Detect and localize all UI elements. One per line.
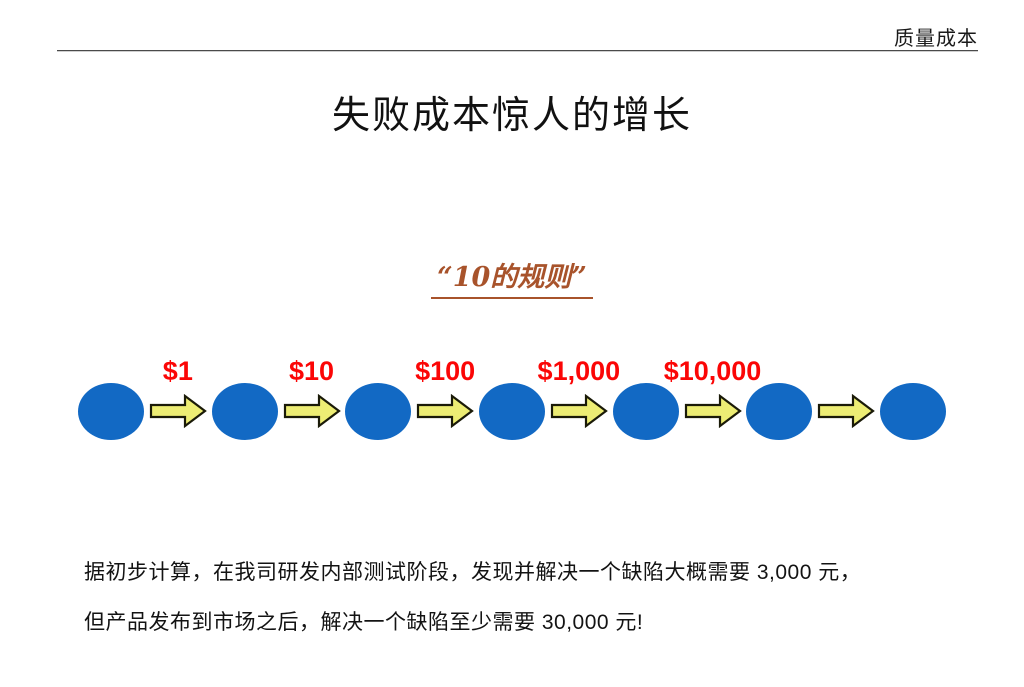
chain-link-6 <box>812 391 880 431</box>
chain-link-5: $10,000 <box>664 356 761 431</box>
arrow-right-icon-4 <box>550 394 608 428</box>
cost-label-3: $100 <box>415 356 476 386</box>
cost-label-4: $1,000 <box>537 356 621 386</box>
stage-node-5 <box>612 382 679 440</box>
stage-node-4 <box>479 382 546 440</box>
chain-row: $1 $10 $100 $1,000 <box>78 356 947 442</box>
stage-node-3 <box>345 382 412 440</box>
arrow-right-icon-3 <box>417 394 475 428</box>
chain-link-4: $1,000 <box>538 356 620 431</box>
chain-link-3: $100 <box>411 356 479 431</box>
arrow-right-icon-1 <box>149 394 207 428</box>
arrow-right-icon-6 <box>818 394 876 428</box>
cost-label-1: $1 <box>162 356 193 386</box>
chain-link-2: $10 <box>278 356 346 431</box>
chain-link-1: $1 <box>144 356 212 431</box>
stage-node-6 <box>746 382 813 440</box>
page-title: 失败成本惊人的增长 <box>331 95 692 137</box>
arrow-right-icon-5 <box>684 394 742 428</box>
rule-of-ten-subtitle-wrap: “10的规则” <box>0 263 1024 300</box>
stage-node-7 <box>880 382 947 440</box>
rule-of-ten-subtitle: “10的规则” <box>431 263 593 300</box>
stage-node-2 <box>211 382 278 440</box>
cost-label-2: $10 <box>288 356 335 386</box>
arrow-right-icon-2 <box>283 394 341 428</box>
note-line-2: 但产品发布到市场之后，解决一个缺陷至少需要 30,000 元! <box>84 611 644 634</box>
header-divider <box>57 50 978 52</box>
note-line-1: 据初步计算，在我司研发内部测试阶段，发现并解决一个缺陷大概需要 3,000 元， <box>84 561 862 584</box>
cost-label-5: $10,000 <box>663 356 762 386</box>
cost-escalation-diagram: $1 $10 $100 $1,000 <box>78 345 947 450</box>
explanatory-note: 据初步计算，在我司研发内部测试阶段，发现并解决一个缺陷大概需要 3,000 元，… <box>84 548 964 648</box>
stage-node-1 <box>78 382 144 440</box>
header-category-label: 质量成本 <box>894 26 978 50</box>
